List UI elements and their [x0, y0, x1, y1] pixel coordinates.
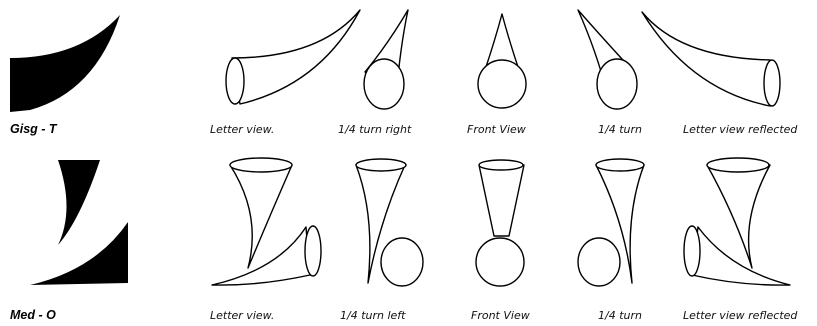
- med-quarter-turn-left-drawing: [356, 159, 423, 286]
- med-letter-view-drawing: [212, 158, 321, 285]
- gisg-letter-view-drawing: [226, 10, 360, 104]
- med-o-glyph-label: Med - O: [10, 308, 56, 322]
- gisg-quarter-turn-right-label: 1/4 turn right: [338, 123, 412, 136]
- med-quarter-turn-drawing: [578, 159, 644, 286]
- gisg-t-glyph: [10, 15, 120, 112]
- gisg-letter-view-label: Letter view.: [210, 123, 274, 136]
- med-quarter-turn-label: 1/4 turn: [598, 309, 642, 322]
- gisg-letter-view-reflected-drawing: [642, 12, 780, 106]
- gisg-letter-view-reflected-label: Letter view reflected: [683, 123, 798, 136]
- med-o-glyph-lower: [30, 222, 128, 285]
- gisg-quarter-turn-drawing: [578, 10, 637, 109]
- gisg-quarter-turn-right-drawing: [364, 10, 408, 109]
- med-quarter-turn-left-label: 1/4 turn left: [340, 309, 406, 322]
- med-letter-view-reflected-label: Letter view reflected: [683, 309, 798, 322]
- med-letter-view-label: Letter view.: [210, 309, 274, 322]
- gisg-front-view-drawing: [478, 14, 526, 108]
- med-front-view-drawing: [476, 160, 524, 286]
- row-med-o: Med - O Letter view. 1/4 turn left Front…: [10, 158, 798, 322]
- gisg-quarter-turn-label: 1/4 turn: [598, 123, 642, 136]
- row-gisg-t: Gisg - T Letter view. 1/4 turn right Fro…: [10, 10, 798, 136]
- gisg-t-glyph-label: Gisg - T: [10, 122, 58, 136]
- med-front-view-label: Front View: [471, 309, 530, 322]
- gisg-front-view-label: Front View: [467, 123, 526, 136]
- med-o-glyph-upper: [58, 160, 100, 245]
- med-letter-view-reflected-drawing: [684, 158, 790, 285]
